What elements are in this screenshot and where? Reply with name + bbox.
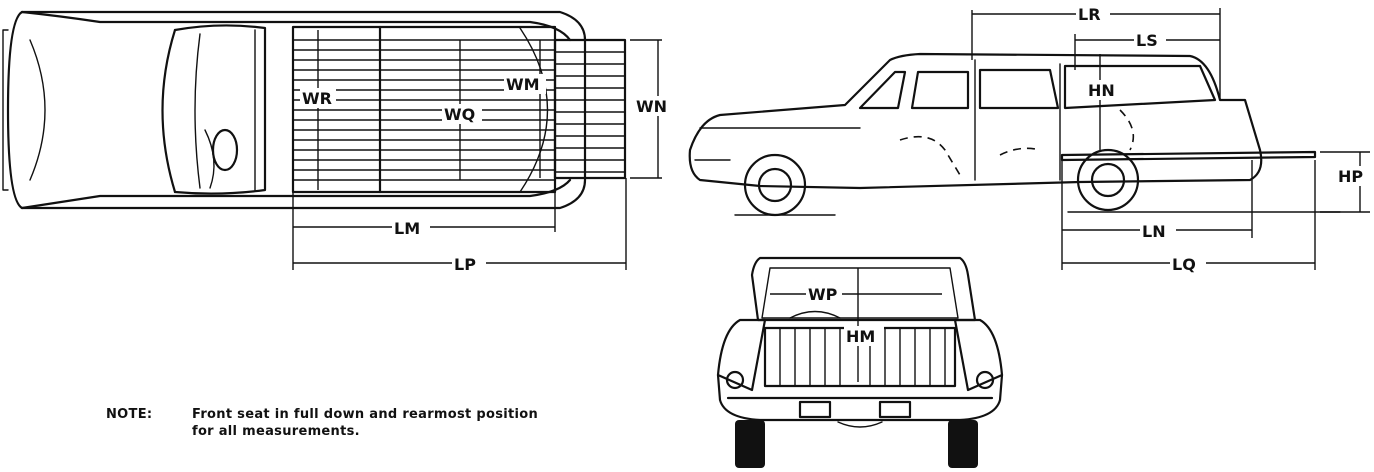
label-lm: LM <box>394 219 420 238</box>
label-hp: HP <box>1338 167 1363 186</box>
note-text: Front seat in full down and rearmost pos… <box>192 406 672 440</box>
note-line-1: Front seat in full down and rearmost pos… <box>192 407 539 422</box>
label-bg-wq <box>442 104 482 124</box>
label-bg-wp <box>806 285 842 305</box>
label-bg-wn <box>634 96 674 116</box>
label-bg-lr <box>1076 4 1110 24</box>
label-lp: LP <box>454 255 476 274</box>
label-wn: WN <box>636 97 667 116</box>
label-hm: HM <box>846 327 875 346</box>
label-lr: LR <box>1078 5 1101 24</box>
label-bg-ln <box>1140 221 1176 241</box>
label-wq: WQ <box>444 105 475 124</box>
label-ln: LN <box>1142 222 1166 241</box>
label-bg-hm <box>844 326 884 346</box>
dimension-labels: WR WQ WM WN LM LP LR LS HN HP LN LQ WP H… <box>300 4 1370 346</box>
label-bg-ls <box>1134 30 1166 50</box>
label-bg-wr <box>300 88 336 108</box>
side-view <box>688 8 1370 270</box>
label-wp: WP <box>808 285 838 304</box>
label-bg-lp <box>452 254 486 274</box>
label-ls: LS <box>1136 31 1158 50</box>
label-wm: WM <box>506 75 540 94</box>
label-bg-hn <box>1086 80 1122 100</box>
label-bg-lm <box>392 218 430 238</box>
measurement-note: NOTE: Front seat in full down and rearmo… <box>106 406 686 446</box>
label-hn: HN <box>1088 81 1115 100</box>
label-bg-lq <box>1170 254 1206 274</box>
top-view <box>2 10 662 270</box>
note-key: NOTE: <box>106 407 153 422</box>
label-wr: WR <box>302 89 332 108</box>
rear-view <box>716 256 1004 468</box>
note-line-2: for all measurements. <box>192 424 360 439</box>
label-bg-wm <box>504 74 546 94</box>
label-bg-hp <box>1336 166 1370 186</box>
label-lq: LQ <box>1172 255 1196 274</box>
